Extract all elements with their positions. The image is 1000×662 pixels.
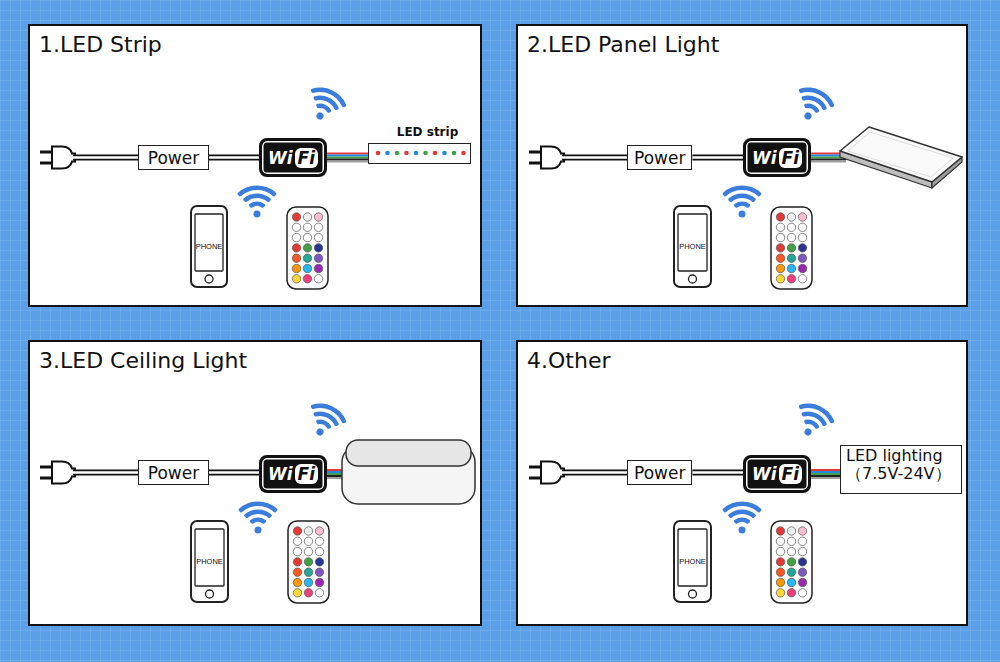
wifi-logo-text: Wi <box>268 464 293 484</box>
mains-cable <box>562 157 627 158</box>
mains-plug <box>529 147 564 169</box>
node-label: Power <box>634 148 685 168</box>
wifi-controller: WiFi <box>259 455 327 493</box>
rgb-wires <box>327 154 368 162</box>
power-cable <box>209 472 259 473</box>
strip-body <box>368 143 471 164</box>
power-cable <box>209 157 259 158</box>
rgb-wires <box>811 470 840 478</box>
wifi-signal <box>239 502 278 534</box>
power-supply-box: Power <box>627 145 692 170</box>
wifi-signal <box>789 82 838 127</box>
led-lighting-box: LED lighting （7.5V-24V） <box>840 445 962 494</box>
wifi-logo-text: Wi <box>752 464 777 484</box>
phone-icon: PHONE <box>190 205 228 288</box>
example-panel: 4.OtherPower WiFi LED lighting （7.5V-24V） P… <box>516 340 968 626</box>
remote-control <box>287 207 328 289</box>
phone-icon: PHONE <box>673 205 712 288</box>
node-label: Power <box>634 463 685 483</box>
rgb-wires <box>811 154 846 162</box>
mains-cable <box>73 157 138 158</box>
node-label: LED lighting （7.5V-24V） <box>846 446 951 483</box>
wifi-logo-text: Fi <box>295 464 318 484</box>
wifi-signal <box>723 502 762 534</box>
wifi-signal <box>301 398 350 443</box>
panel-title: 2.LED Panel Light <box>527 32 719 57</box>
led-strip: LED strip <box>368 125 471 164</box>
mains-cable <box>73 472 138 473</box>
power-supply-box: Power <box>138 145 209 170</box>
power-supply-box: Power <box>627 460 692 485</box>
panel-title: 4.Other <box>527 348 610 373</box>
example-panel: 2.LED Panel LightPower WiFiPHONE <box>516 24 968 307</box>
rgb-wires <box>327 470 346 478</box>
node-label: LED strip <box>368 125 471 139</box>
wifi-logo-text: Wi <box>268 148 293 168</box>
wifi-logo-text: Wi <box>752 148 777 168</box>
wifi-logo-text: Fi <box>779 464 802 484</box>
remote-control <box>771 207 812 289</box>
node-label: PHONE <box>196 557 223 566</box>
node-label: PHONE <box>679 242 706 251</box>
mains-cable <box>562 472 627 473</box>
panel-title: 3.LED Ceiling Light <box>39 348 247 373</box>
wifi-controller: WiFi <box>743 138 811 177</box>
example-panel: 3.LED Ceiling LightPower WiFiPHONE <box>28 340 482 626</box>
wifi-logo-text: Fi <box>779 148 802 168</box>
node-label: PHONE <box>679 557 706 566</box>
power-supply-box: Power <box>138 460 209 485</box>
node-label: Power <box>148 463 199 483</box>
wifi-controller: WiFi <box>259 138 327 177</box>
mains-plug <box>40 462 75 484</box>
panel-light <box>840 127 962 188</box>
strip-leds <box>369 144 469 162</box>
node-label: Power <box>148 148 199 168</box>
wifi-signal <box>301 82 350 127</box>
panel-title: 1.LED Strip <box>39 32 162 57</box>
wifi-logo-text: Fi <box>295 148 318 168</box>
remote-control <box>771 521 812 603</box>
mains-plug <box>529 462 564 484</box>
remote-control <box>288 521 329 603</box>
wifi-signal <box>238 186 277 218</box>
wifi-signal <box>723 186 762 218</box>
phone-icon: PHONE <box>190 520 229 603</box>
wifi-controller: WiFi <box>743 455 811 493</box>
wifi-signal <box>789 398 838 443</box>
example-panel: 1.LED StripPower WiFi LED stripPHONE <box>28 24 482 307</box>
phone-icon: PHONE <box>673 520 712 603</box>
node-label: PHONE <box>196 242 223 251</box>
ceiling-light <box>342 440 475 504</box>
mains-plug <box>40 147 75 169</box>
power-cable <box>692 472 743 473</box>
power-cable <box>692 157 743 158</box>
